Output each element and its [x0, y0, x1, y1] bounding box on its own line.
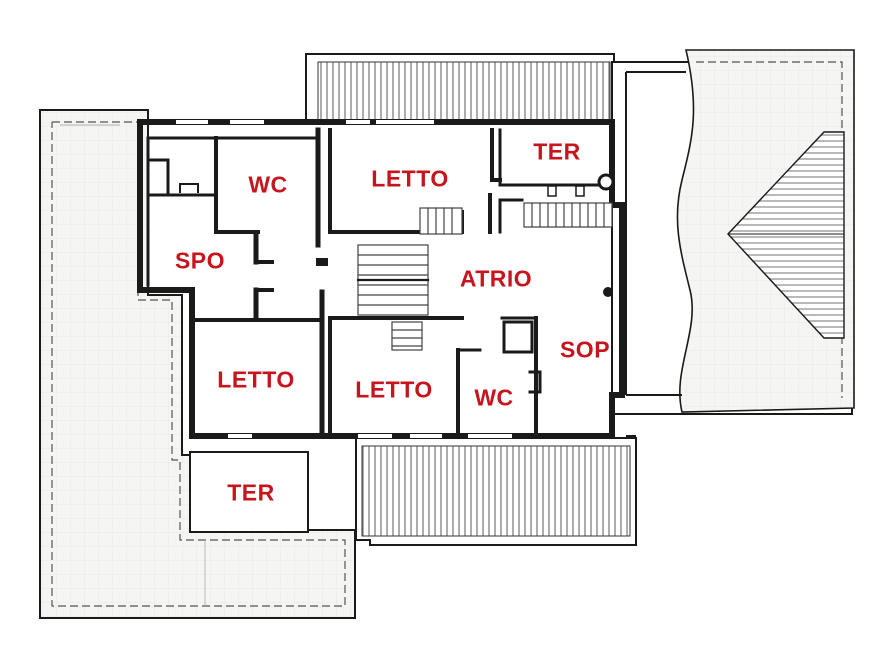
room-label-wc-bottom: WC [474, 384, 514, 411]
room-label-letto-left: LETTO [217, 366, 295, 393]
fixtures [547, 173, 615, 297]
drain-icon [597, 173, 615, 191]
room-label-ter-top: TER [533, 138, 581, 165]
top-terrace [305, 53, 615, 125]
room-label-atrio: ATRIO [459, 265, 533, 292]
column-icon [603, 287, 613, 297]
room-label-ter-bottom: TER [227, 479, 275, 506]
room-label-sop: SOP [559, 336, 611, 363]
room-label-letto-top: LETTO [371, 165, 449, 192]
room-label-spo: SPO [174, 247, 226, 274]
bottom-terrace [355, 435, 637, 546]
room-label-wc-top: WC [248, 171, 288, 198]
room-label-letto-mid: LETTO [355, 376, 433, 403]
bottom-left-terrace [189, 451, 309, 533]
right-roof [611, 49, 855, 415]
